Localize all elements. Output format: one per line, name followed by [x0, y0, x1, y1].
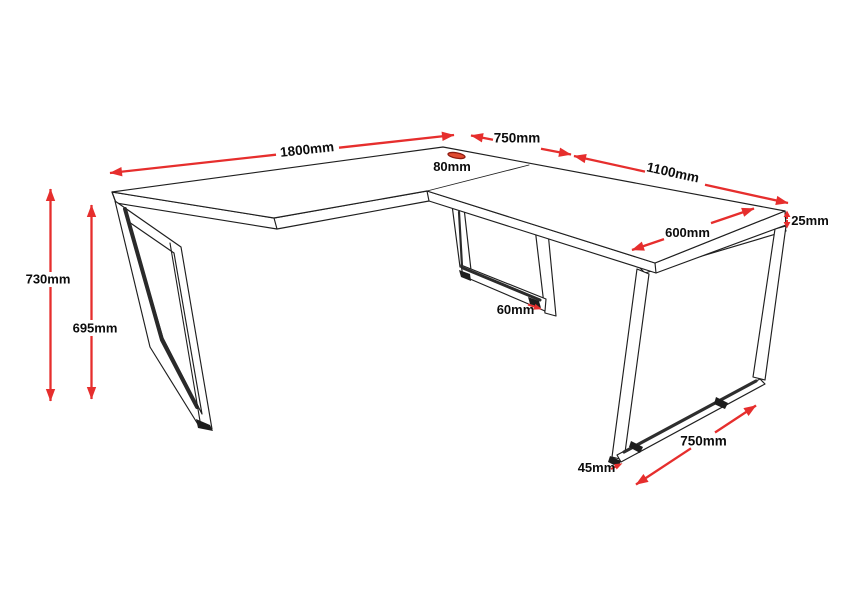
- right-leg-right-post: [752, 225, 787, 381]
- left-leg: [114, 200, 213, 431]
- label-mid-leg-frame: 60mm: [497, 302, 535, 317]
- dim-leg-base: [635, 404, 757, 486]
- dim-mid-leg-frame: [527, 303, 542, 310]
- cable-grommet: [447, 151, 466, 160]
- dim-return-length: [573, 153, 789, 206]
- dimension-lines: [45, 131, 791, 486]
- dim-return-width: [631, 207, 755, 252]
- dim-top-thickness: [783, 210, 791, 229]
- desk-drawing: [111, 146, 787, 467]
- label-return-width: 600mm: [665, 225, 710, 240]
- label-leg-thickness: 45mm: [578, 460, 616, 475]
- label-return-length: 1100mm: [645, 159, 700, 185]
- middle-leg: [451, 204, 557, 317]
- right-leg-foot-left: [629, 441, 643, 453]
- label-underside-height: 695mm: [73, 321, 118, 336]
- dim-leg-thickness: [610, 463, 623, 470]
- middle-leg-foot-left: [459, 270, 471, 281]
- desktop-joint-seam: [426, 164, 530, 192]
- label-grommet: 80mm: [433, 159, 471, 174]
- right-leg-left-post: [611, 268, 650, 461]
- label-desk-depth: 750mm: [494, 131, 541, 146]
- label-leg-base: 750mm: [680, 434, 727, 449]
- left-leg-foot: [196, 419, 213, 431]
- right-leg-foot-right: [714, 397, 728, 409]
- dim-desk-length: [109, 131, 455, 177]
- label-desk-length: 1800mm: [279, 139, 334, 160]
- dim-desk-depth: [470, 133, 572, 157]
- label-overall-height: 730mm: [26, 272, 71, 287]
- middle-leg-foot-right: [528, 297, 541, 308]
- label-top-thickness: 25mm: [791, 213, 829, 228]
